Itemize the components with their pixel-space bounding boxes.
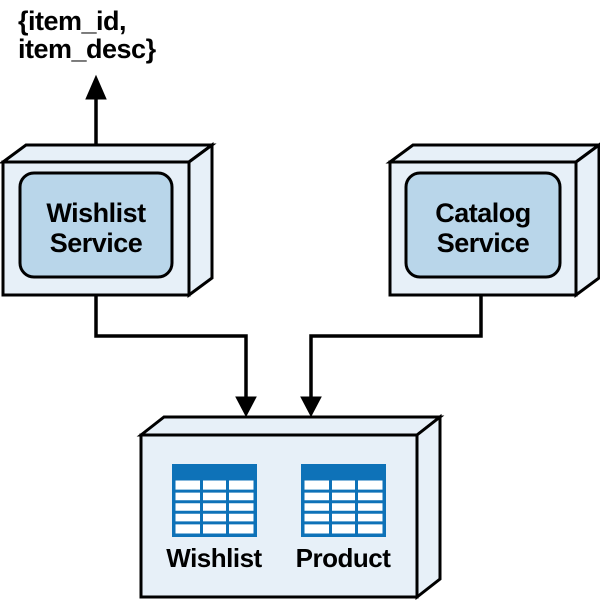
wishlist-box-top-face bbox=[0, 143, 217, 164]
wishlist-screen-panel bbox=[18, 171, 174, 279]
edge-wishlist-to-database bbox=[94, 295, 257, 418]
catalog-box-side-face bbox=[574, 142, 600, 298]
node-shared-database: Wishlist Product bbox=[136, 413, 445, 600]
wishlist-service-label-line2: Service bbox=[50, 228, 143, 258]
edge-wishlist-response bbox=[85, 74, 107, 145]
catalog-service-label-line1: Catalog bbox=[435, 198, 531, 228]
wishlist-table-icon bbox=[172, 464, 257, 537]
wishlist-service-label-line1: Wishlist bbox=[46, 198, 146, 228]
annotation-line-2: item_desc} bbox=[18, 34, 157, 64]
arrow-up-icon bbox=[85, 74, 107, 100]
edge-catalog-to-database-line bbox=[309, 295, 483, 399]
node-wishlist-service: Wishlist Service bbox=[0, 142, 217, 298]
database-box-side-face bbox=[415, 413, 442, 600]
arrow-down-right-icon bbox=[300, 396, 322, 418]
payload-annotation: {item_id, item_desc} bbox=[18, 6, 157, 64]
node-catalog-service: Catalog Service bbox=[385, 142, 600, 298]
catalog-screen-panel bbox=[404, 171, 562, 279]
product-table-icon-grid bbox=[304, 480, 383, 534]
catalog-service-label-line2: Service bbox=[437, 228, 530, 258]
product-table-icon bbox=[301, 464, 386, 537]
edge-wishlist-to-database-line bbox=[94, 295, 248, 399]
product-table-label: Product bbox=[296, 543, 392, 573]
wishlist-table-icon-grid bbox=[175, 480, 254, 534]
arrow-down-left-icon bbox=[235, 396, 257, 418]
database-box-top-face bbox=[136, 415, 445, 437]
product-table-icon-body bbox=[304, 480, 383, 534]
wishlist-table-label: Wishlist bbox=[166, 543, 262, 573]
wishlist-box-side-face bbox=[187, 142, 214, 298]
annotation-line-1: {item_id, bbox=[18, 6, 126, 36]
wishlist-table-icon-body bbox=[175, 480, 254, 534]
catalog-box-top-face bbox=[385, 143, 600, 164]
edge-catalog-to-database bbox=[300, 295, 483, 418]
